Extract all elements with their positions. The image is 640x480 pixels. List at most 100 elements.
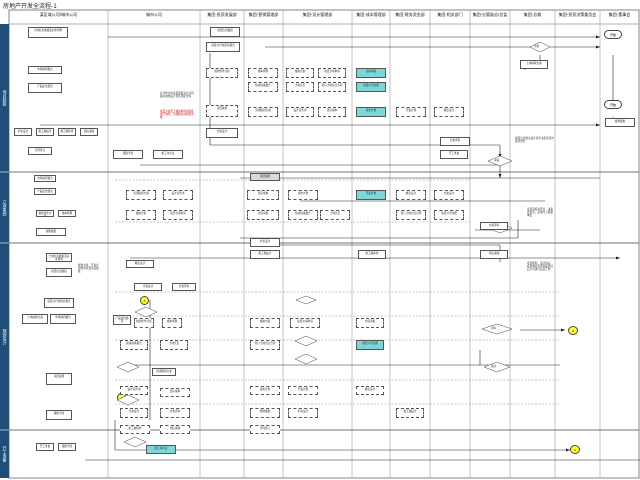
process-box: 目标成本 [160,388,190,397]
process-box: 施工图审查 [358,250,386,259]
decision-diamond [116,361,140,373]
process-box: 方案评审 [480,222,508,230]
process-box: 融资方案 [126,210,156,220]
process-box: 方案评审 [160,408,190,418]
process-box: 营销策划方案 [248,107,278,117]
process-box: 施工图设计 [36,128,54,136]
process-box: 项目可行性研究报告 [206,42,240,52]
process-box: 签订土地出让合同 [250,340,280,350]
start-terminal: 开始 [604,100,622,109]
process-box: 投资决策报告 [288,210,318,220]
process-box: 签订土地出让合同 [396,210,426,220]
process-box: 项目可行性研究报告 [44,298,74,308]
process-box: 开工准备 [36,443,54,451]
process-box: 规划条件分析 [206,68,238,78]
process-box: 设计任务书 [163,190,193,200]
process-box: 立项审批 [247,210,279,220]
process-box: 招标采购 [480,250,508,259]
process-box: 市场调研报告 [34,175,56,182]
decision-diamond [123,436,147,448]
lane-header-region: 某区域公司/城市公司 [39,12,78,17]
process-box: 方案评审 [440,137,470,146]
process-box-highlight: 资金计划 [356,107,386,117]
process-box: 土地竞买 [320,210,350,220]
process-box: 方案设计 [120,408,148,418]
decision-label: 通过 [491,365,497,368]
connector-circle: A [568,326,578,335]
process-box: 土地获取方案 [22,314,48,324]
process-box: 市场调研报告 [50,314,76,324]
process-box: 营销策划方案 [126,190,156,200]
lane-header-president: 集团-总裁 [523,12,542,17]
process-box: 开工准备 [440,150,468,159]
process-box: 概念设计 [396,190,426,200]
process-box: 成本测算 [162,318,182,328]
lane-header-marketing: 集团-营销管理部 [248,12,279,17]
start-terminal: 开始 [604,30,622,39]
process-box: 施工图设计 [250,250,280,259]
process-box: 报建手续 [58,443,76,451]
process-box: 产品定位建议 [34,188,56,195]
process-box: 成本测算 [58,210,76,217]
process-box: 开发计划 [396,107,426,117]
process-box: 施工图设计 [396,408,424,418]
process-box: 目标成本 [318,107,346,117]
process-box: 规划报批 [250,408,280,418]
process-box: 土地竞买 [160,340,188,350]
process-box: 报建手续 [46,410,72,420]
process-box: 产品定位建议 [28,83,62,93]
decision-diamond [294,353,318,365]
process-box: 产品定位建议 [113,315,131,325]
process-box: 方案设计 [206,128,238,138]
annotation-note: 项目规划、设计指标、投资收益等需审批通过后方可进行后续工作 [527,262,553,271]
process-box: 设计任务书 [286,107,314,117]
process-box: 项目立项申请 [290,318,320,328]
process-box: 规划报批 [36,228,66,236]
process-box: 扩初设计 [288,408,318,418]
process-box: 投资决策报告 [248,82,278,92]
lane-header-vp: 集团-分管副总/总监 [472,12,508,17]
process-box: 合同签订 [250,425,280,434]
decision-diamond [481,323,513,335]
decision-diamond [116,394,140,406]
annotation-note: 有合作方的项目需要双方共同确认规划设计及营销定位等 [160,92,194,98]
phase-label: 立项策划 [2,199,8,216]
process-box: 土地获取方案 [520,60,548,69]
process-box: 招标采购 [160,425,190,434]
lane-header-finance: 集团-财务资金部 [395,12,425,17]
process-box: 目标成本 [247,190,279,200]
process-box: 成本测算 [248,68,278,78]
process-box: 设计任务书 [120,386,148,395]
process-box: 施工许可证 [153,150,183,159]
phase-label: 规划设计 [2,328,8,345]
process-box: 施工图审查 [120,425,150,434]
process-box: 概念设计 [434,107,464,117]
process-box: 融资方案 [286,68,314,78]
process-box: 规划条件分析 [36,210,54,217]
process-box: 合同签订 [28,147,52,155]
process-box: 招标采购 [80,128,98,136]
process-box: 报建手续 [113,150,143,159]
decision-diamond [487,155,513,167]
process-box: 资金计划 [288,190,318,200]
process-box: 方案设计 [134,283,162,291]
process-box: 开发计划 [288,386,318,395]
connector-circle: A [140,296,149,305]
process-box: 土地竞买 [286,82,314,92]
process-box: 项目立项申请 [318,68,346,78]
decision-diamond [483,361,511,373]
lane-header-design: 集团-设计管理部 [302,12,333,17]
process-box: 立项审批 [356,318,384,328]
process-box: 项目信息跟踪 [46,268,72,277]
decision-label: 审批 [534,45,540,48]
process-box: 项目策划 [46,373,72,385]
process-box: 项目策划 [250,173,280,181]
process-box: 签订土地出让合同 [318,82,346,92]
decision-diamond [134,306,158,318]
process-box: 方案设计 [434,190,464,200]
process-box-highlight: 项目公司注册 [356,82,386,92]
annotation-note: 规划方案、开发计划经审议通过后报批 [78,264,99,273]
process-box-highlight: 立项审批 [356,68,386,78]
phase-label: 项目获取 [2,90,8,106]
process-box: 融资方案 [250,318,280,328]
